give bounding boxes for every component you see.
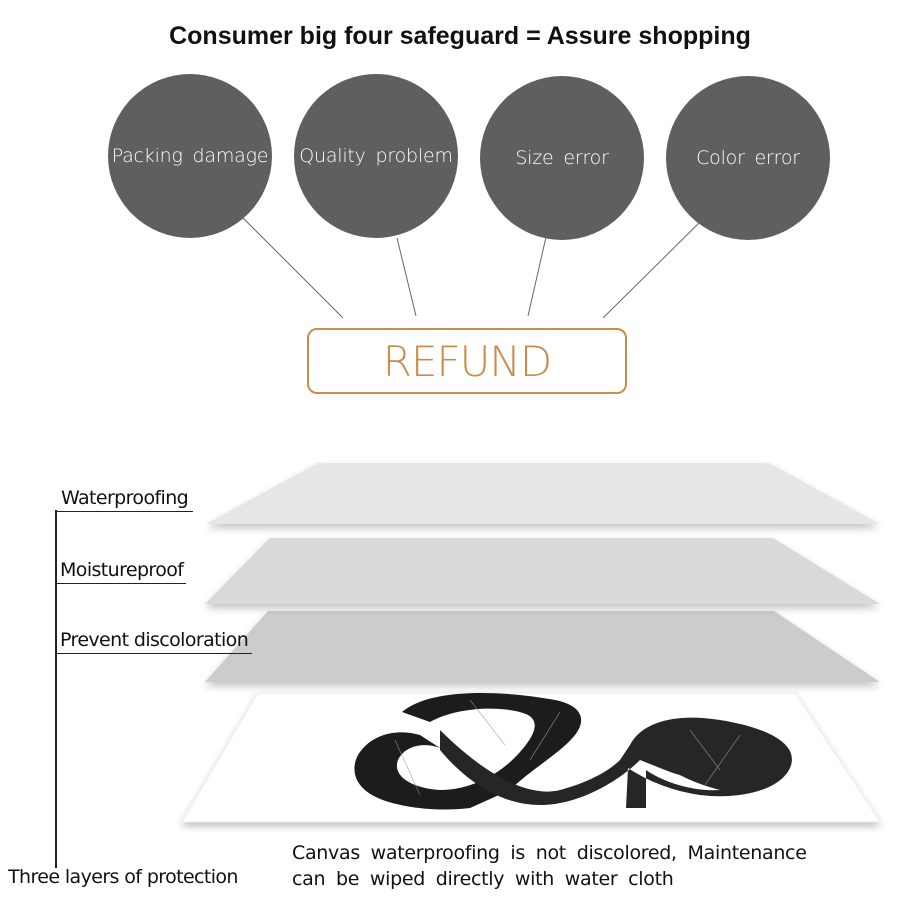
layer-label-moistureproof: Moistureproof (56, 558, 186, 584)
guarantee-label: Packing damage (111, 145, 269, 167)
refund-box: REFUND (307, 328, 627, 394)
layer-discoloration-sheet (205, 611, 880, 682)
caption-line-1: Canvas waterproofing is not discolored, … (292, 842, 807, 864)
refund-label: REFUND (382, 336, 552, 386)
guarantee-label: Size error (515, 147, 609, 169)
connector-line-1 (242, 217, 344, 319)
protection-label: Three layers of protection (8, 866, 238, 888)
page-title: Consumer big four safeguard = Assure sho… (169, 22, 751, 50)
layer-label-waterproofing: Waterproofing (56, 486, 193, 512)
layer-label-discoloration: Prevent discoloration (56, 628, 252, 654)
connector-line-4 (602, 221, 701, 319)
guarantee-label: Quality problem (299, 145, 453, 167)
caption: Canvas waterproofing is not discolored, … (292, 840, 812, 892)
guarantee-circle-color: Color error (666, 76, 830, 240)
marble-ampersand-art (354, 692, 792, 810)
guarantee-circle-packing: Packing damage (108, 74, 272, 238)
caption-line-2: can be wiped directly with water cloth (292, 868, 674, 890)
guarantee-circle-quality: Quality problem (294, 74, 458, 238)
connector-line-3 (527, 236, 547, 317)
layer-moisture-sheet (205, 538, 880, 604)
layer-waterproof-sheet (206, 463, 880, 524)
guarantee-label: Color error (696, 147, 800, 169)
connector-line-2 (396, 237, 417, 317)
guarantee-circle-size: Size error (480, 76, 644, 240)
